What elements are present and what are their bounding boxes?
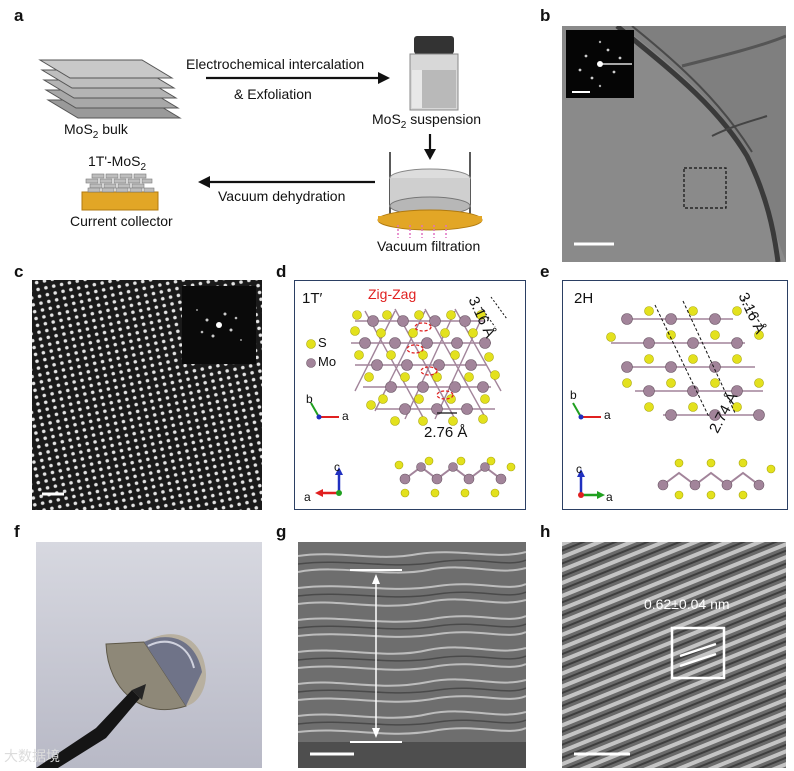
film-on-collector [82,174,158,210]
fringe-graphic [562,542,786,768]
panel-label-g: g [276,522,286,542]
axis-label-a2-d: a [304,490,311,504]
filtration-label: Vacuum filtration [377,238,480,254]
layered-cross-section [298,542,526,768]
panel-label-a: a [14,6,23,26]
phase-label-d: 1T′ [302,290,322,307]
panel-d-box [294,280,526,510]
suspension-vial [410,36,458,110]
axis-label-a-d: a [342,409,349,423]
tem-image-b [562,26,786,262]
axis-label-c-d: c [334,460,340,474]
mos2-bulk-stack [40,60,180,118]
sem-image-g [298,542,526,768]
step1-label-line2: & Exfoliation [234,86,312,102]
bulk-label: MoS2 bulk [64,121,128,141]
zigzag-label: Zig-Zag [368,286,416,302]
axis-label-a-e: a [604,408,611,422]
watermark: 大数据境 [4,746,60,766]
collector-label: Current collector [70,213,173,229]
panel-label-h: h [540,522,550,542]
panel-label-e: e [540,262,549,282]
axis-label-b-e: b [570,388,577,402]
tem-graphic [562,26,786,262]
legend-mo-label: Mo [318,354,336,369]
dehydration-label: Vacuum dehydration [218,188,345,204]
legend-mo-marker [307,359,316,368]
hrtem-image-c [32,280,262,510]
lattice-graphic [32,280,262,510]
legend-s-marker [307,340,316,349]
legend-s-label: S [318,335,327,350]
phase-label-e: 2H [574,290,593,307]
step1-label-line1: Electrochemical intercalation [186,56,364,72]
suspension-label: MoS2 suspension [372,111,481,131]
fringe-spacing-label: 0.62±0.04 nm [644,596,730,612]
photo-f [36,542,262,768]
axis-label-a2-e: a [606,490,613,504]
side-view-e [658,459,775,499]
electrode-photo [36,542,262,768]
side-view [395,457,515,497]
axis-label-c-e: c [576,462,582,476]
axis-indicator-top-e [573,403,601,420]
panel-label-f: f [14,522,20,542]
structure-1t-prime [295,281,525,509]
hrtem-image-h [562,542,786,768]
filtration-setup [378,152,482,238]
panel-label-d: d [276,262,286,282]
axis-indicator-top [311,403,339,420]
product-label: 1T'-MoS2 [88,153,146,173]
axis-label-b-d: b [306,392,313,406]
panel-label-b: b [540,6,550,26]
panel-label-c: c [14,262,23,282]
distance-bottom-d: 2.76 Å [424,424,467,441]
